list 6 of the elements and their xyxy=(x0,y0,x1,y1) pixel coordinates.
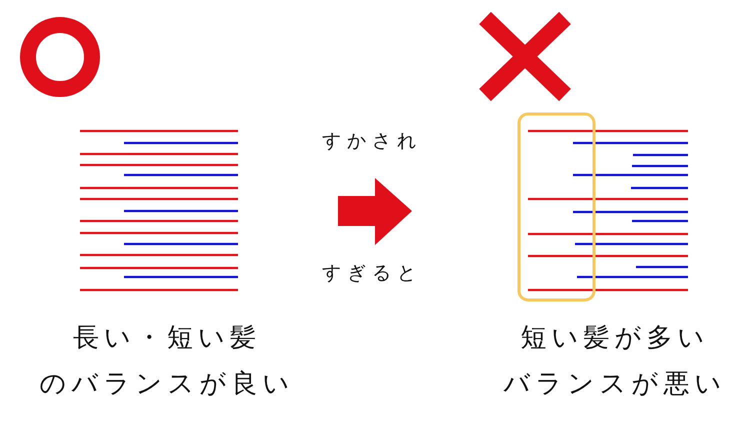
caption-text: すぎると xyxy=(322,261,422,286)
caption-text: のバランスが良い xyxy=(40,368,294,401)
caption-text: 短い髪が多い xyxy=(520,322,710,355)
caption-text: 長い・短い髪 xyxy=(73,322,261,355)
caption-text: すかされ xyxy=(322,129,422,154)
caption-text: バランスが悪い xyxy=(504,368,726,401)
